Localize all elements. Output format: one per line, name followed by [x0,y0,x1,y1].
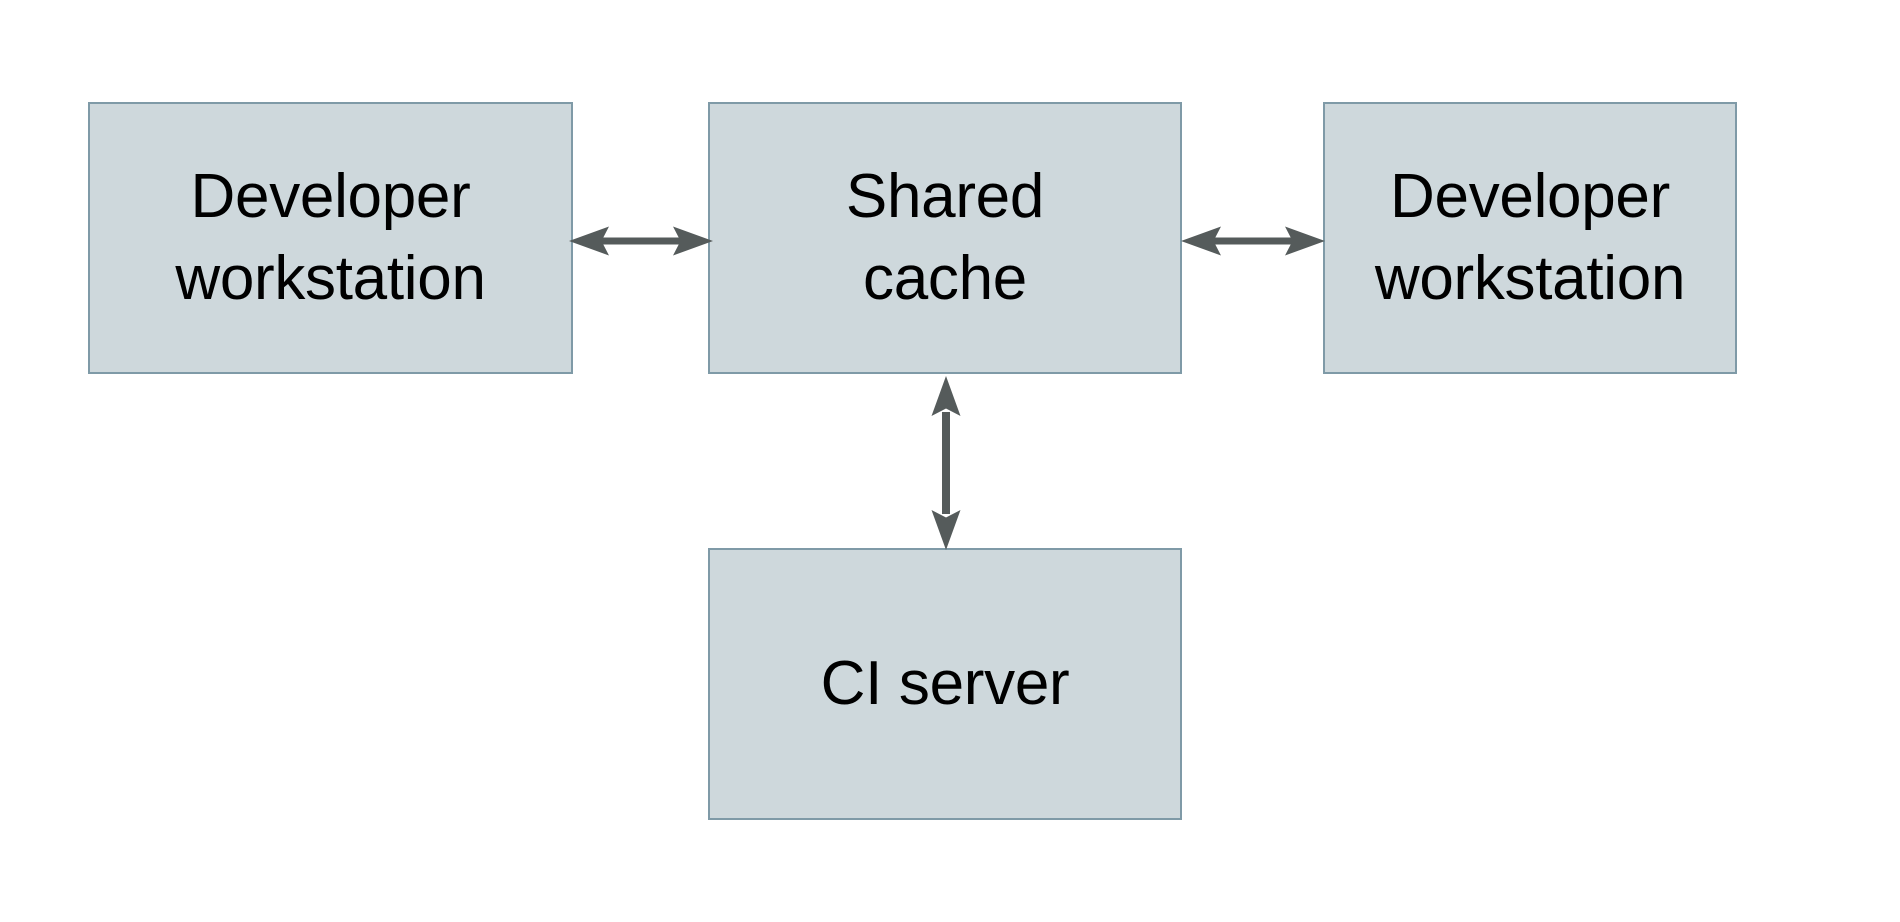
node-label: CI server [820,649,1070,719]
node-label: Shared cache [845,162,1045,313]
node-ci-server[interactable]: CI server [708,548,1182,820]
double-arrow-icon [569,226,713,256]
node-label: Developer workstation [1374,162,1686,313]
node-developer-workstation-right[interactable]: Developer workstation [1323,102,1737,374]
edge-shared-cache-to-developer-right [1181,226,1325,256]
edge-shared-cache-to-ci-server [931,376,961,550]
edge-developer-left-to-shared-cache [569,226,713,256]
node-developer-workstation-left[interactable]: Developer workstation [88,102,573,374]
double-arrow-icon [1181,226,1325,256]
node-label: Developer workstation [175,162,486,313]
double-arrow-icon [931,376,961,550]
node-shared-cache[interactable]: Shared cache [708,102,1182,374]
